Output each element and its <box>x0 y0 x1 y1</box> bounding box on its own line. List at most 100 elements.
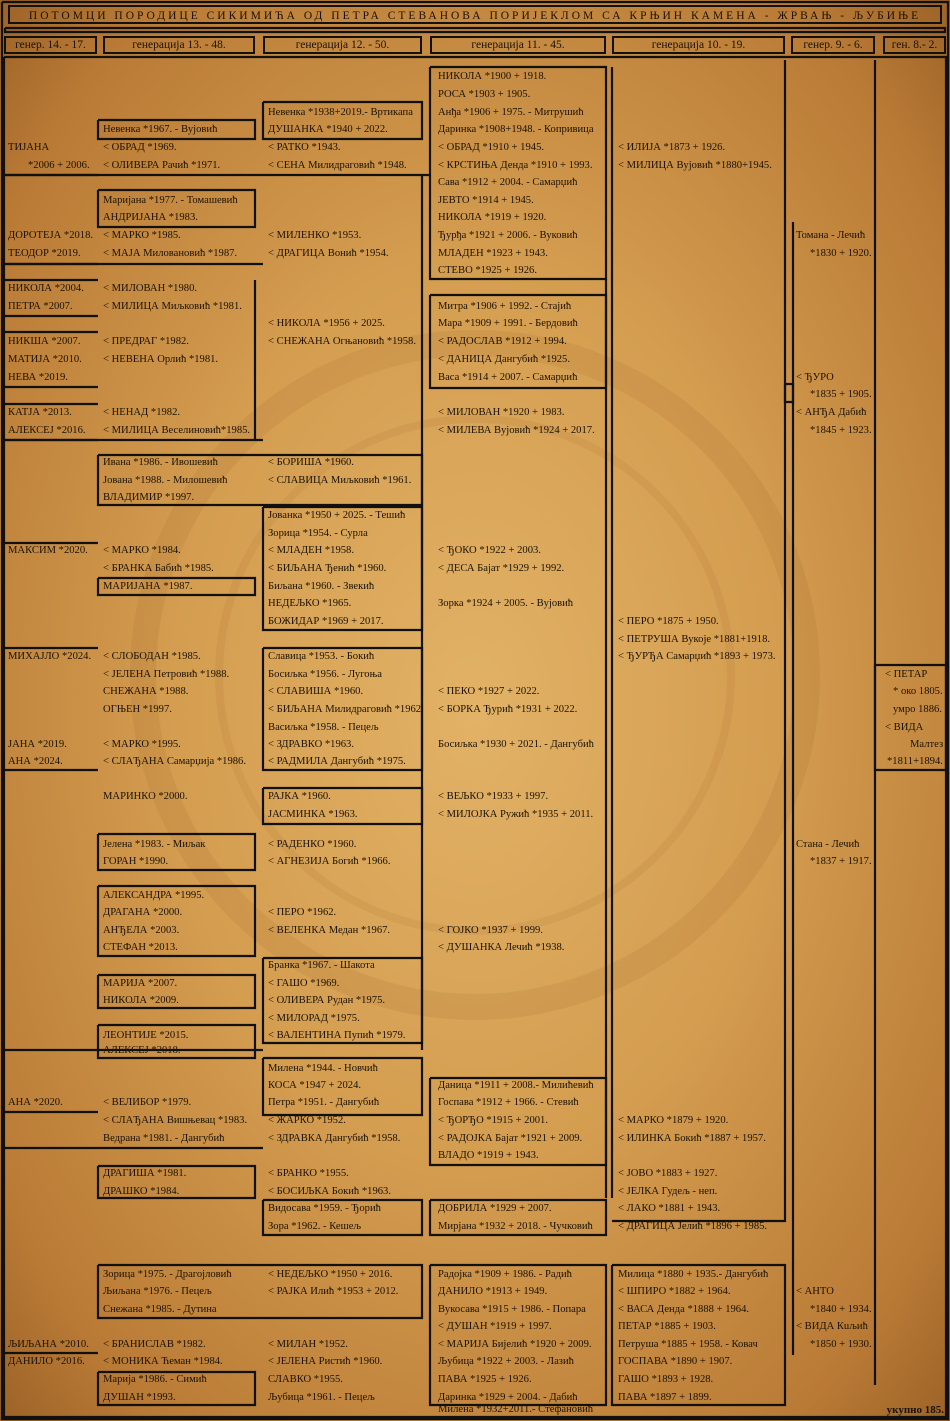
person-entry: Видосава *1959. - Ђорић <box>268 1203 381 1214</box>
person-entry: < МИЛОРАД *1975. <box>268 1013 360 1024</box>
person-entry: < РАДОЈКА Бајат *1921 + 2009. <box>438 1133 583 1144</box>
person-entry: КОСА *1947 + 2024. <box>268 1080 362 1091</box>
person-entry: ДАНИЛО *1913 + 1949. <box>438 1286 548 1297</box>
page-title: ПОТОМЦИ ПОРОДИЦЕ СИКИМИЋА ОД ПЕТРА СТЕВА… <box>8 5 942 24</box>
person-entry: Милица *1880 + 1935.- Дангубић <box>618 1269 769 1280</box>
person-entry: Васиљка *1958. - Пецељ <box>268 722 379 733</box>
person-entry: НИКОЛА *1919 + 1920. <box>438 212 547 223</box>
person-entry: < МИЛЕНКО *1953. <box>268 230 362 241</box>
person-entry: МАРИЈА *2007. <box>103 978 178 989</box>
person-entry: Бранка *1967. - Шакота <box>268 960 375 971</box>
person-entry: НЕДЕЉКО *1965. <box>268 598 352 609</box>
person-entry: Госпава *1912 + 1966. - Стевић <box>438 1097 579 1108</box>
generation-header-7: ген. 8.- 2. <box>883 36 946 54</box>
person-entry: < ЗДРАВКО *1963. <box>268 739 354 750</box>
connector-line <box>783 382 795 404</box>
connector-line <box>612 60 787 1223</box>
person-entry: Маријана *1977. - Томашевић <box>103 195 238 206</box>
person-entry: Радојка *1909 + 1986. - Радић <box>438 1269 572 1280</box>
connector-line <box>96 1164 257 1200</box>
person-entry: < БОСИЉКА Бокић *1963. <box>268 1186 392 1197</box>
person-entry: БОЖИДАР *1969 + 2017. <box>268 616 384 627</box>
person-entry: ГОСПАВА *1890 + 1907. <box>618 1356 733 1367</box>
person-entry: СТЕФАН *2013. <box>103 942 178 953</box>
person-entry: < МЛАДЕН *1958. <box>268 545 355 556</box>
person-entry: Сава *1912 + 2004. - Самарџић <box>438 177 578 188</box>
connector-line <box>3 26 947 34</box>
person-entry: Зорица *1954. - Сурла <box>268 528 368 539</box>
watermark-seal-inner <box>215 415 735 935</box>
person-entry: < МИЛЕВА Вујовић *1924 + 2017. <box>438 425 595 436</box>
person-entry: < БРАНИСЛАВ *1982. <box>103 1339 206 1350</box>
person-entry: < ПЕКО *1927 + 2022. <box>438 686 540 697</box>
person-entry: < АНТО <box>796 1286 834 1297</box>
person-entry: Мирјана *1932 + 2018. - Чучковић <box>438 1221 593 1232</box>
generation-header-3: генерација 12. - 50. <box>263 36 422 54</box>
person-entry: МАТИЈА *2010. <box>8 354 82 365</box>
connector-line <box>96 832 257 872</box>
person-entry: СНЕЖАНА *1988. <box>103 686 189 697</box>
person-entry: < МОНИКА Ћеман *1984. <box>103 1356 223 1367</box>
person-entry: РОСА *1903 + 1905. <box>438 89 531 100</box>
person-entry: ВЛАДИМИР *1997. <box>103 492 195 503</box>
person-entry: < СЕНА Милидраговић *1948. <box>268 160 407 171</box>
person-entry: Јованка *1950 + 2025. - Тешић <box>268 510 406 521</box>
connector-line <box>261 1056 424 1117</box>
generation-header-2: генерација 13. - 48. <box>103 36 255 54</box>
person-entry: < АНЂА Дабић <box>796 407 867 418</box>
person-entry: ЛЕОНТИЈЕ *2015. <box>103 1030 189 1041</box>
person-entry: НИКША *2007. <box>8 336 81 347</box>
person-entry: РАЈКА *1960. <box>268 791 331 802</box>
connector-line <box>2 55 948 1419</box>
person-entry: Малтез <box>910 739 944 750</box>
person-entry: Славица *1953. - Бокић <box>268 651 375 662</box>
person-entry: АНДРИЈАНА *1983. <box>103 212 198 223</box>
person-entry: ДУШАНКА *1940 + 2022. <box>268 124 388 135</box>
person-entry: Ведрана *1981. - Дангубић <box>103 1133 225 1144</box>
person-entry: < ЈЕЛЕНА Петровић *1988. <box>103 669 230 680</box>
person-entry: АЛЕКСАНДРА *1995. <box>103 890 205 901</box>
person-entry: ГОРАН *1990. <box>103 856 169 867</box>
person-entry: Митра *1906 + 1992. - Стајић <box>438 301 572 312</box>
person-entry: < ШПИРО *1882 + 1964. <box>618 1286 731 1297</box>
connector-line <box>96 1263 424 1320</box>
connector-line <box>261 1198 424 1237</box>
person-entry: < ИЛИНКА Бокић *1887 + 1957. <box>618 1133 766 1144</box>
person-entry: < ВЕЛЕНКА Медан *1967. <box>268 925 391 936</box>
person-entry: < СЛОБОДАН *1985. <box>103 651 201 662</box>
person-entry: Вукосава *1915 + 1986. - Попара <box>438 1304 586 1315</box>
person-entry: < ГАШО *1969. <box>268 978 340 989</box>
person-entry: Зорка *1924 + 2005. - Вујовић <box>438 598 574 609</box>
person-entry: МАРИНКО *2000. <box>103 791 188 802</box>
person-entry: < ДУШАН *1919 + 1997. <box>438 1321 552 1332</box>
person-entry: < ПЕРО *1962. <box>268 907 337 918</box>
person-entry: < НЕНАД *1982. <box>103 407 181 418</box>
person-entry: АНА *2024. <box>8 756 63 767</box>
person-entry: < МИЛИЦА Вујовић *1880+1945. <box>618 160 772 171</box>
person-entry: АЛЕКСЕЈ *2018. <box>103 1045 181 1056</box>
person-entry: < МАРИЈА Бијелић *1920 + 2009. <box>438 1339 592 1350</box>
person-entry: АНЂЕЛА *2003. <box>103 925 180 936</box>
connector-line <box>96 973 257 1010</box>
person-entry: ДАНИЛО *2016. <box>8 1356 85 1367</box>
person-entry: < ДЕСА Бајат *1929 + 1992. <box>438 563 565 574</box>
person-entry: ДРАШКО *1984. <box>103 1186 180 1197</box>
person-entry: ЉИЉАНА *2010. <box>8 1339 89 1350</box>
person-entry: Снежана *1985. - Дутина <box>103 1304 217 1315</box>
person-entry: Петруша *1885 + 1958. - Ковач <box>618 1339 758 1350</box>
connector-line <box>96 576 257 597</box>
person-entry: Јелена *1983. - Миљак <box>103 839 206 850</box>
person-entry: МАРИЈАНА *1987. <box>103 581 193 592</box>
person-entry: Љубица *1961. - Пецељ <box>268 1392 375 1403</box>
person-entry: < ЂУРО <box>796 372 834 383</box>
person-entry: < ЈЕЛЕНА Ристић *1960. <box>268 1356 383 1367</box>
person-entry: ПАВА *1897 + 1899. <box>618 1392 712 1403</box>
person-entry: Ђурђа *1921 + 2006. - Вуковић <box>438 230 578 241</box>
person-entry: *1830 + 1920. <box>810 248 872 259</box>
person-entry: < ЈЕЛКА Гудељ - неп. <box>618 1186 718 1197</box>
person-entry: < СЛАЂАНА Вишњевац *1983. <box>103 1115 248 1126</box>
person-entry: СТЕВО *1925 + 1926. <box>438 265 537 276</box>
person-entry: АНА *2020. <box>8 1097 63 1108</box>
